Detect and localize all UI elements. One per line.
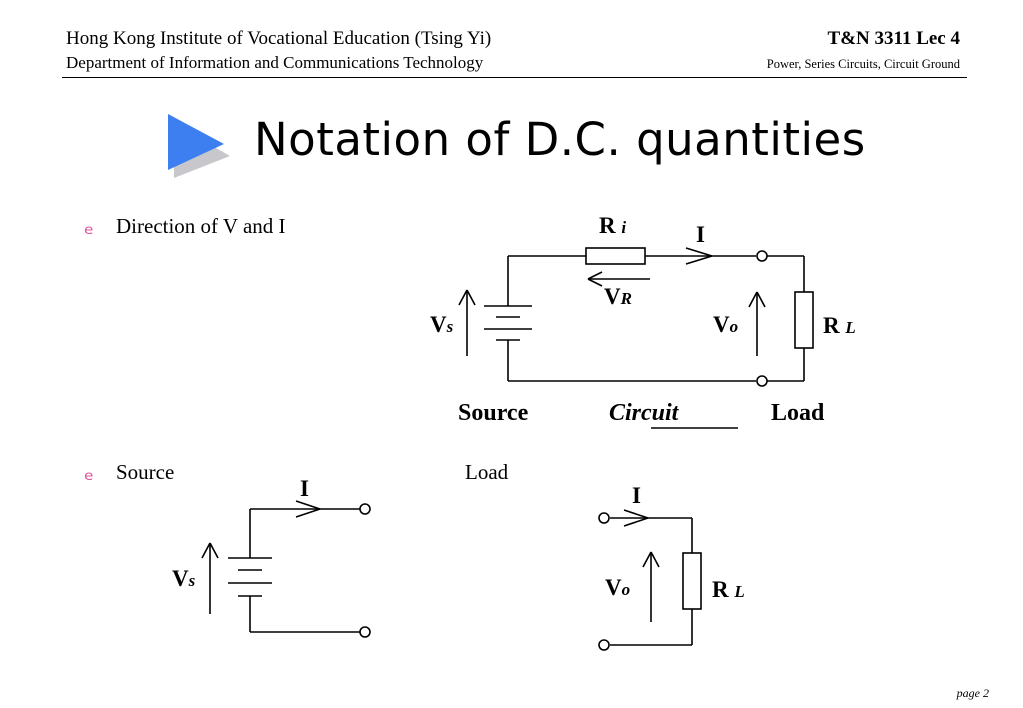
- label-vs-source: Vs: [172, 566, 196, 591]
- slide-title: Notation of D.C. quantities: [254, 113, 866, 166]
- current-arrow-source: [295, 500, 321, 518]
- label-vo: Vo: [713, 312, 739, 337]
- load-terminal-bottom: [598, 639, 610, 651]
- vo-arrow: [748, 291, 766, 356]
- page-number: page 2: [956, 686, 989, 700]
- load-circuit-wires: [610, 517, 693, 646]
- label-vs: Vs: [430, 312, 454, 337]
- vo-arrow-load: [642, 551, 660, 622]
- header-course: T&N 3311 Lec 4: [827, 28, 960, 49]
- label-current-source: I: [300, 476, 309, 501]
- label-source: Source: [458, 400, 529, 426]
- terminal-top: [756, 250, 768, 262]
- label-rl-load: R L: [712, 577, 745, 602]
- load-terminal-top: [598, 512, 610, 524]
- label-circuit: Circuit: [609, 400, 679, 426]
- source-terminal-bottom: [359, 626, 371, 638]
- bullet-icon: ₑ: [84, 458, 95, 486]
- label-current-load: I: [632, 483, 641, 508]
- label-rl: R L: [823, 313, 856, 338]
- bullet-source-text: Source: [116, 460, 175, 484]
- battery-source: [228, 557, 272, 597]
- load-heading: Load: [465, 460, 509, 484]
- battery-vs: [484, 305, 532, 341]
- label-current-main: I: [696, 222, 705, 247]
- vs-arrow-source: [201, 542, 219, 614]
- current-arrow-main: [685, 247, 713, 265]
- resistor-ri: [585, 247, 646, 265]
- header-topic: Power, Series Circuits, Circuit Ground: [766, 57, 960, 71]
- header-institute: Hong Kong Institute of Vocational Educat…: [66, 28, 492, 49]
- play-arrow-icon: [168, 114, 230, 178]
- label-load: Load: [771, 400, 825, 426]
- label-vo-load: Vo: [605, 575, 631, 600]
- vs-arrow: [458, 289, 476, 356]
- source-terminal-top: [359, 503, 371, 515]
- vr-arrow: [587, 271, 650, 287]
- source-circuit-wires: [249, 508, 360, 633]
- terminal-bottom: [756, 375, 768, 387]
- resistor-rl: [794, 291, 814, 349]
- resistor-load: [682, 552, 702, 610]
- bullet-icon: ₑ: [84, 212, 95, 240]
- bullet-direction-text: Direction of V and I: [116, 214, 286, 238]
- label-ri: R i: [599, 213, 627, 238]
- header-divider: [62, 77, 967, 78]
- label-vr: VR: [604, 284, 632, 309]
- current-arrow-load: [623, 509, 649, 527]
- main-circuit-wires: [507, 255, 805, 382]
- header-department: Department of Information and Communicat…: [66, 53, 484, 72]
